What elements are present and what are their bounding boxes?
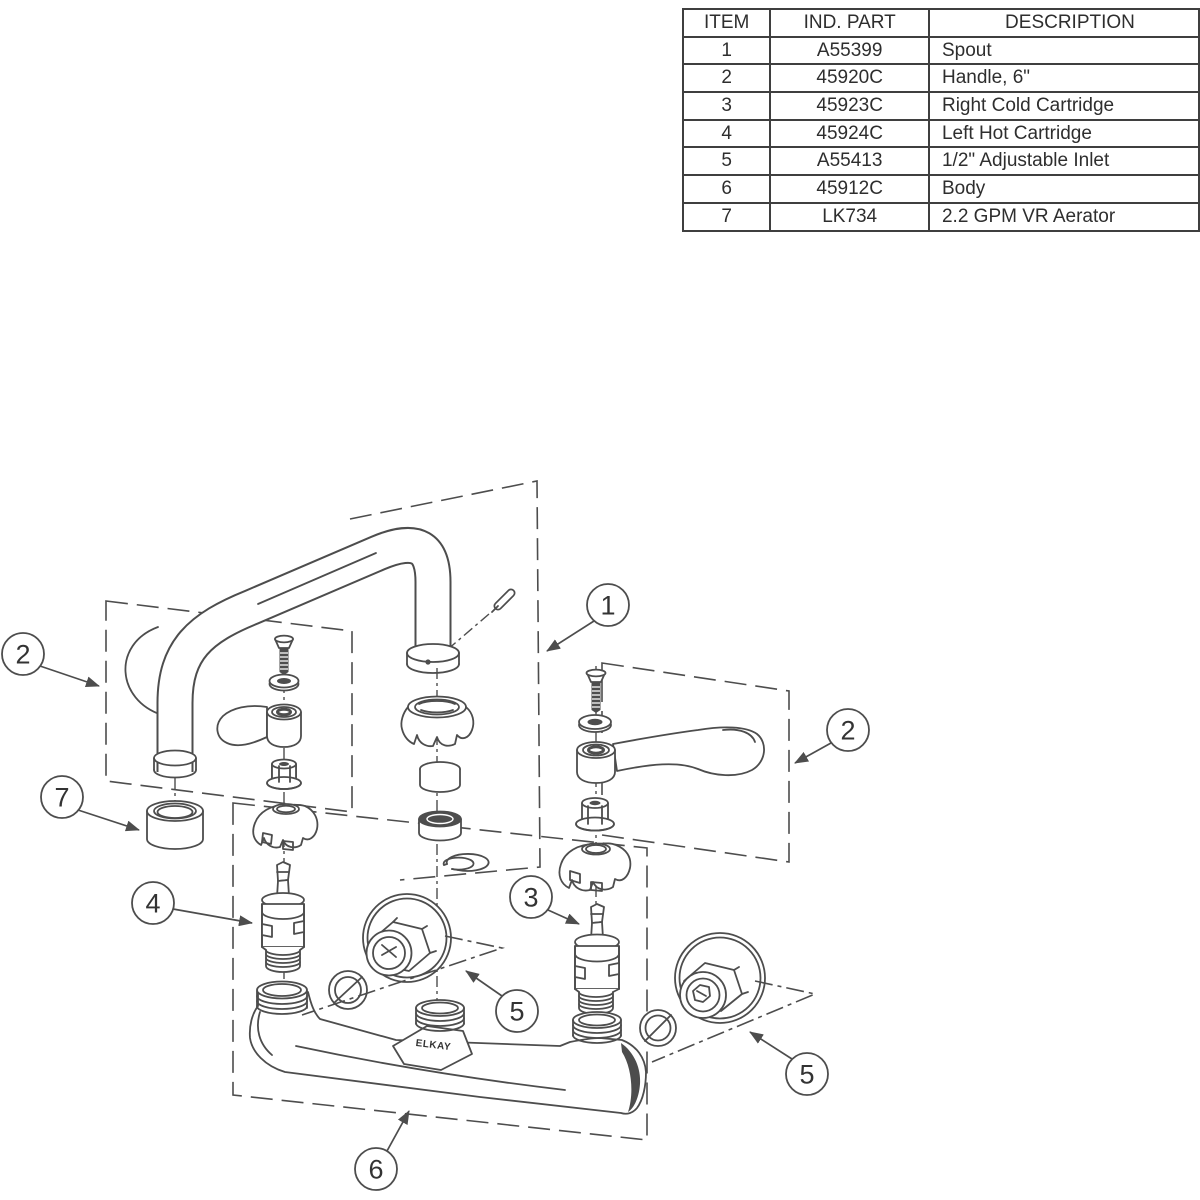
callout-handle-left: 2 — [1, 632, 100, 688]
callout-left-hot-cartridge: 4 — [131, 881, 253, 927]
cell-description: 1/2" Adjustable Inlet — [927, 146, 1200, 177]
callout-spout: 1 — [546, 583, 630, 652]
spout-end-curve — [124, 626, 163, 716]
inlet-right — [674, 932, 766, 1024]
nut-right — [575, 797, 615, 832]
parts-table: ITEM IND. PART DESCRIPTION 1 A55399 Spou… — [681, 8, 1200, 232]
bonnet-seal — [418, 810, 462, 842]
svg-text:4: 4 — [145, 889, 160, 919]
table-row: 3 45923C Right Cold Cartridge — [681, 91, 1200, 121]
table-row: 2 45920C Handle, 6" — [681, 63, 1200, 94]
svg-text:3: 3 — [523, 883, 538, 913]
parts-table-header-row: ITEM IND. PART DESCRIPTION — [681, 8, 1200, 38]
washer-right — [639, 1009, 677, 1047]
svg-text:1: 1 — [600, 591, 615, 621]
callout-right-cold-cartridge: 3 — [509, 875, 580, 925]
cartridge-left — [261, 861, 305, 973]
table-row: 1 A55399 Spout — [681, 35, 1200, 66]
cell-part: LK734 — [769, 201, 930, 232]
cell-description: Right Cold Cartridge — [927, 91, 1200, 121]
callout-inlet-right: 5 — [749, 1031, 829, 1096]
spout — [124, 526, 516, 779]
cell-part: 45923C — [769, 91, 930, 121]
cell-item: 3 — [681, 91, 772, 121]
nut-left — [266, 758, 302, 790]
handle-kit-left — [216, 634, 319, 973]
cell-item: 4 — [681, 118, 772, 149]
body: ELKAY — [248, 980, 647, 1115]
aerator — [146, 800, 204, 850]
washer-right — [578, 714, 612, 733]
svg-text:6: 6 — [368, 1155, 383, 1185]
body-brand-text: ELKAY — [415, 1038, 452, 1053]
washer-left — [268, 673, 300, 692]
lever-left — [216, 703, 302, 748]
spout-mount-stack — [400, 695, 490, 872]
callout-aerator: 7 — [40, 775, 140, 832]
cell-description: Handle, 6" — [927, 63, 1200, 94]
cell-description: Body — [927, 174, 1200, 204]
table-row: 4 45924C Left Hot Cartridge — [681, 118, 1200, 149]
spout-box — [349, 480, 541, 881]
cell-description: Spout — [927, 35, 1200, 66]
dome-cap-right — [558, 842, 632, 892]
cell-item: 6 — [681, 174, 772, 204]
cell-part: A55413 — [769, 146, 930, 177]
svg-text:2: 2 — [15, 640, 30, 670]
cell-part: 45924C — [769, 118, 930, 149]
handle-kit-right — [558, 668, 765, 1015]
cartridge-right — [574, 903, 620, 1015]
cell-part: 45912C — [769, 174, 930, 204]
lever-right — [576, 726, 765, 784]
screw-right — [585, 668, 607, 713]
cell-part: A55399 — [769, 35, 930, 66]
svg-text:2: 2 — [840, 716, 855, 746]
snap-ring — [442, 853, 490, 872]
washer-center — [328, 970, 368, 1010]
table-row: 5 A55413 1/2" Adjustable Inlet — [681, 146, 1200, 177]
cell-item: 2 — [681, 63, 772, 94]
body-port-right — [572, 1011, 622, 1044]
svg-text:7: 7 — [54, 783, 69, 813]
body-port-center — [415, 999, 465, 1032]
cell-item: 1 — [681, 35, 772, 66]
spout-nut — [400, 695, 475, 748]
callout-inlet-center: 5 — [465, 970, 539, 1033]
table-row: 6 45912C Body — [681, 174, 1200, 204]
cell-description: Left Hot Cartridge — [927, 118, 1200, 149]
callout-handle-right: 2 — [794, 708, 870, 764]
cell-part: 45920C — [769, 63, 930, 94]
callouts: 1 2 2 3 4 — [1, 583, 870, 1191]
header-description: DESCRIPTION — [927, 8, 1200, 38]
body-box — [232, 802, 648, 1141]
cell-description: 2.2 GPM VR Aerator — [927, 201, 1200, 232]
screw-left — [274, 634, 294, 675]
dome-cap-left — [252, 803, 319, 851]
callout-body: 6 — [354, 1110, 410, 1191]
spacer-ring — [419, 761, 461, 793]
svg-text:5: 5 — [509, 997, 524, 1027]
elkay-plate: ELKAY — [392, 1025, 473, 1071]
body-port-left — [256, 980, 308, 1015]
plane-indicators — [301, 935, 818, 1063]
inlet-center — [362, 893, 452, 983]
cell-item: 5 — [681, 146, 772, 177]
svg-text:5: 5 — [799, 1060, 814, 1090]
cell-item: 7 — [681, 201, 772, 232]
header-ind-part: IND. PART — [769, 8, 930, 38]
header-item: ITEM — [681, 8, 772, 38]
handle-left-box — [105, 600, 353, 813]
table-row: 7 LK734 2.2 GPM VR Aerator — [681, 201, 1200, 232]
